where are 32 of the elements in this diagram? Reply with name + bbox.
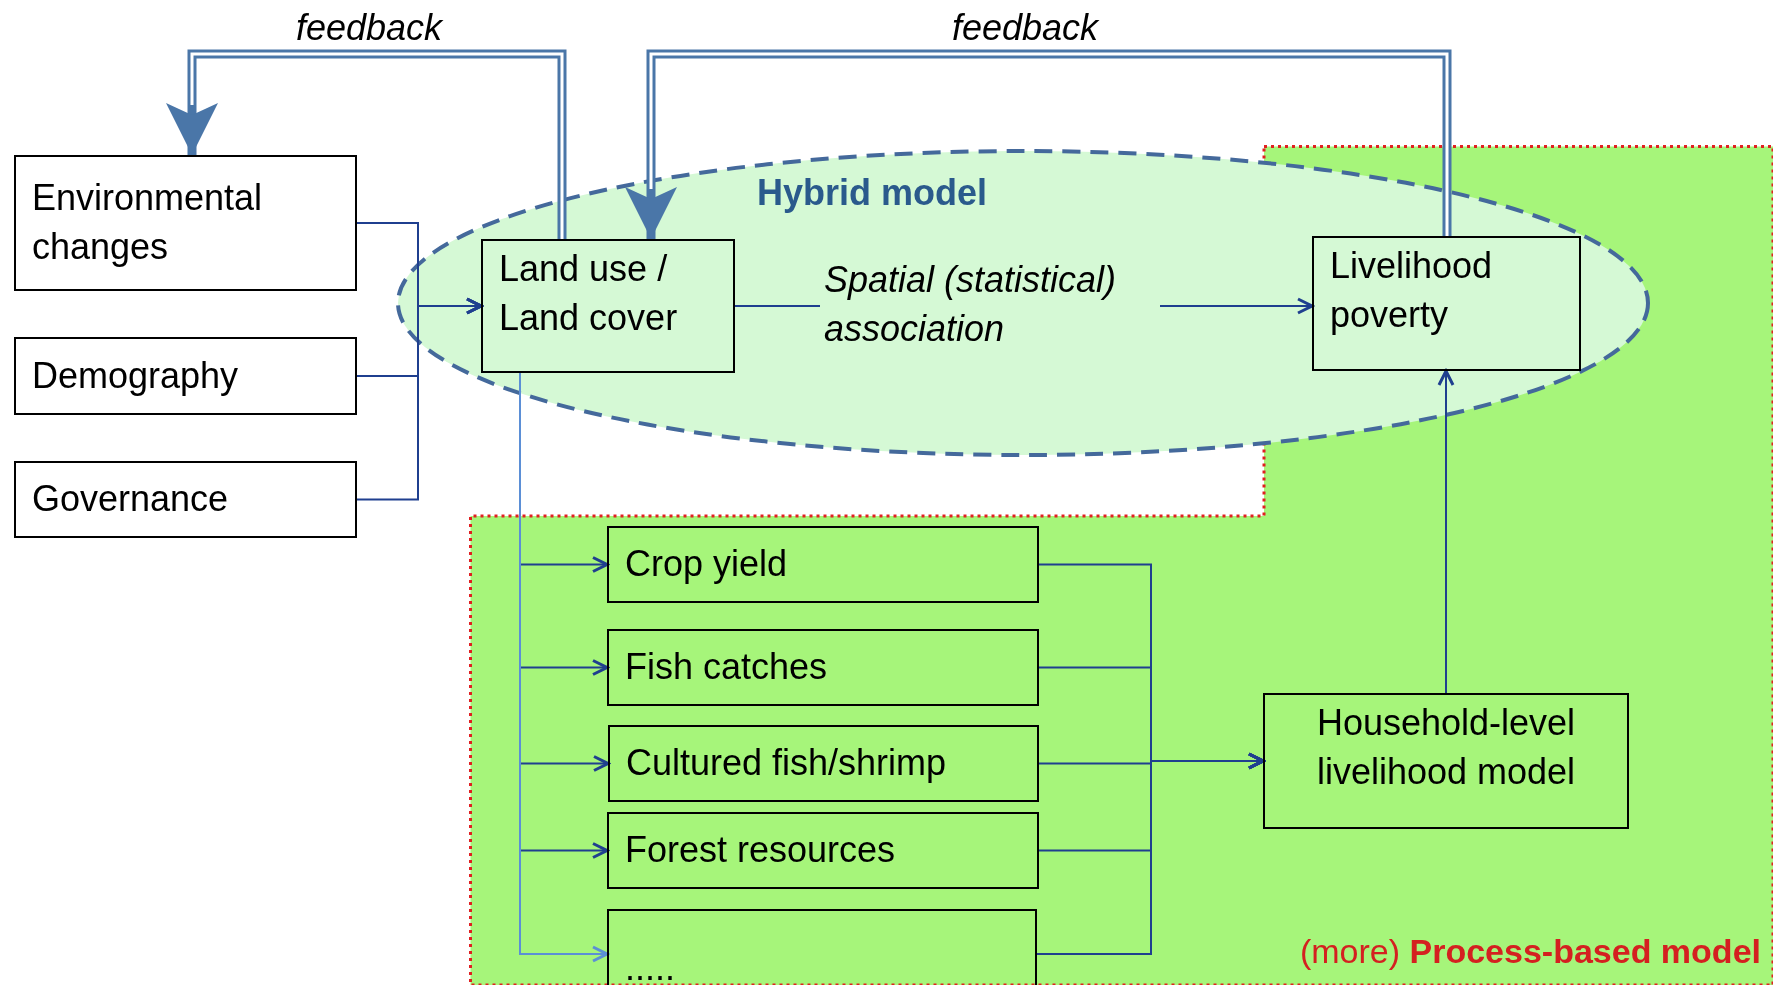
box-label: Governance [32, 477, 230, 522]
input-box [14, 155, 357, 291]
model-box [1263, 693, 1629, 829]
output-box [607, 812, 1039, 889]
edge-label: feedback [295, 6, 444, 50]
region-title: Hybrid model [757, 171, 988, 215]
region-title: (more) Process-based model [1299, 931, 1761, 972]
box-label: Environmental changes [32, 176, 264, 269]
output-box [607, 909, 1037, 985]
arrow [356, 297, 483, 501]
process-box [1312, 236, 1581, 371]
process-box [481, 239, 735, 373]
box-label: Livelihood poverty [1330, 244, 1494, 337]
input-box [14, 461, 357, 538]
box-label: Household-level livelihood model [1315, 701, 1577, 794]
arrow [519, 372, 609, 963]
arrow [1437, 369, 1455, 694]
output-box [608, 725, 1039, 802]
box-label: ..... [625, 946, 676, 985]
output-box [607, 526, 1039, 603]
box-label: Crop yield [625, 542, 789, 587]
box-label: Forest resources [625, 828, 897, 873]
feedback-arrow [625, 49, 1452, 239]
feedback-arrow [166, 49, 567, 239]
box-label: Fish catches [625, 645, 829, 690]
arrow [1036, 752, 1265, 955]
box-label: Cultured fish/shrimp [626, 741, 948, 786]
box-label: Land use / Land cover [499, 247, 679, 340]
edge-label: feedback [951, 6, 1100, 50]
box-label: Demography [32, 353, 240, 398]
output-box [607, 629, 1039, 706]
input-box [14, 337, 357, 415]
